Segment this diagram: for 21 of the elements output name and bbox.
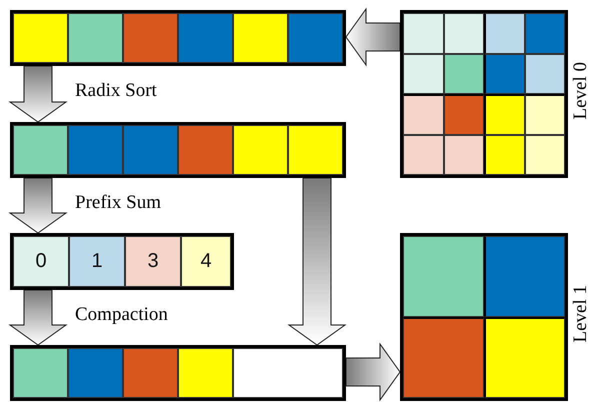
level-label: Level 0: [571, 62, 591, 120]
block-arrow: [287, 178, 347, 346]
color-array: [10, 233, 234, 290]
value-cell: 1: [69, 236, 125, 287]
block-arrow: [8, 290, 68, 346]
block-arrow: [8, 178, 68, 234]
value-cell: 0: [13, 236, 69, 287]
block-arrow: [345, 7, 400, 67]
block-arrow: [346, 342, 401, 402]
edge-label: Prefix Sum: [75, 192, 162, 214]
value-cell: 4: [181, 236, 231, 287]
edge-label: Radix Sort: [75, 80, 157, 102]
color-array: [10, 10, 346, 66]
value-cell: 3: [125, 236, 181, 287]
block-arrow: [8, 66, 68, 123]
color-array: [10, 345, 346, 401]
edge-label: Compaction: [75, 304, 168, 326]
color-grid: [400, 10, 568, 178]
color-array: [10, 122, 346, 178]
color-grid: [400, 233, 568, 401]
level-label: Level 1: [571, 285, 591, 343]
